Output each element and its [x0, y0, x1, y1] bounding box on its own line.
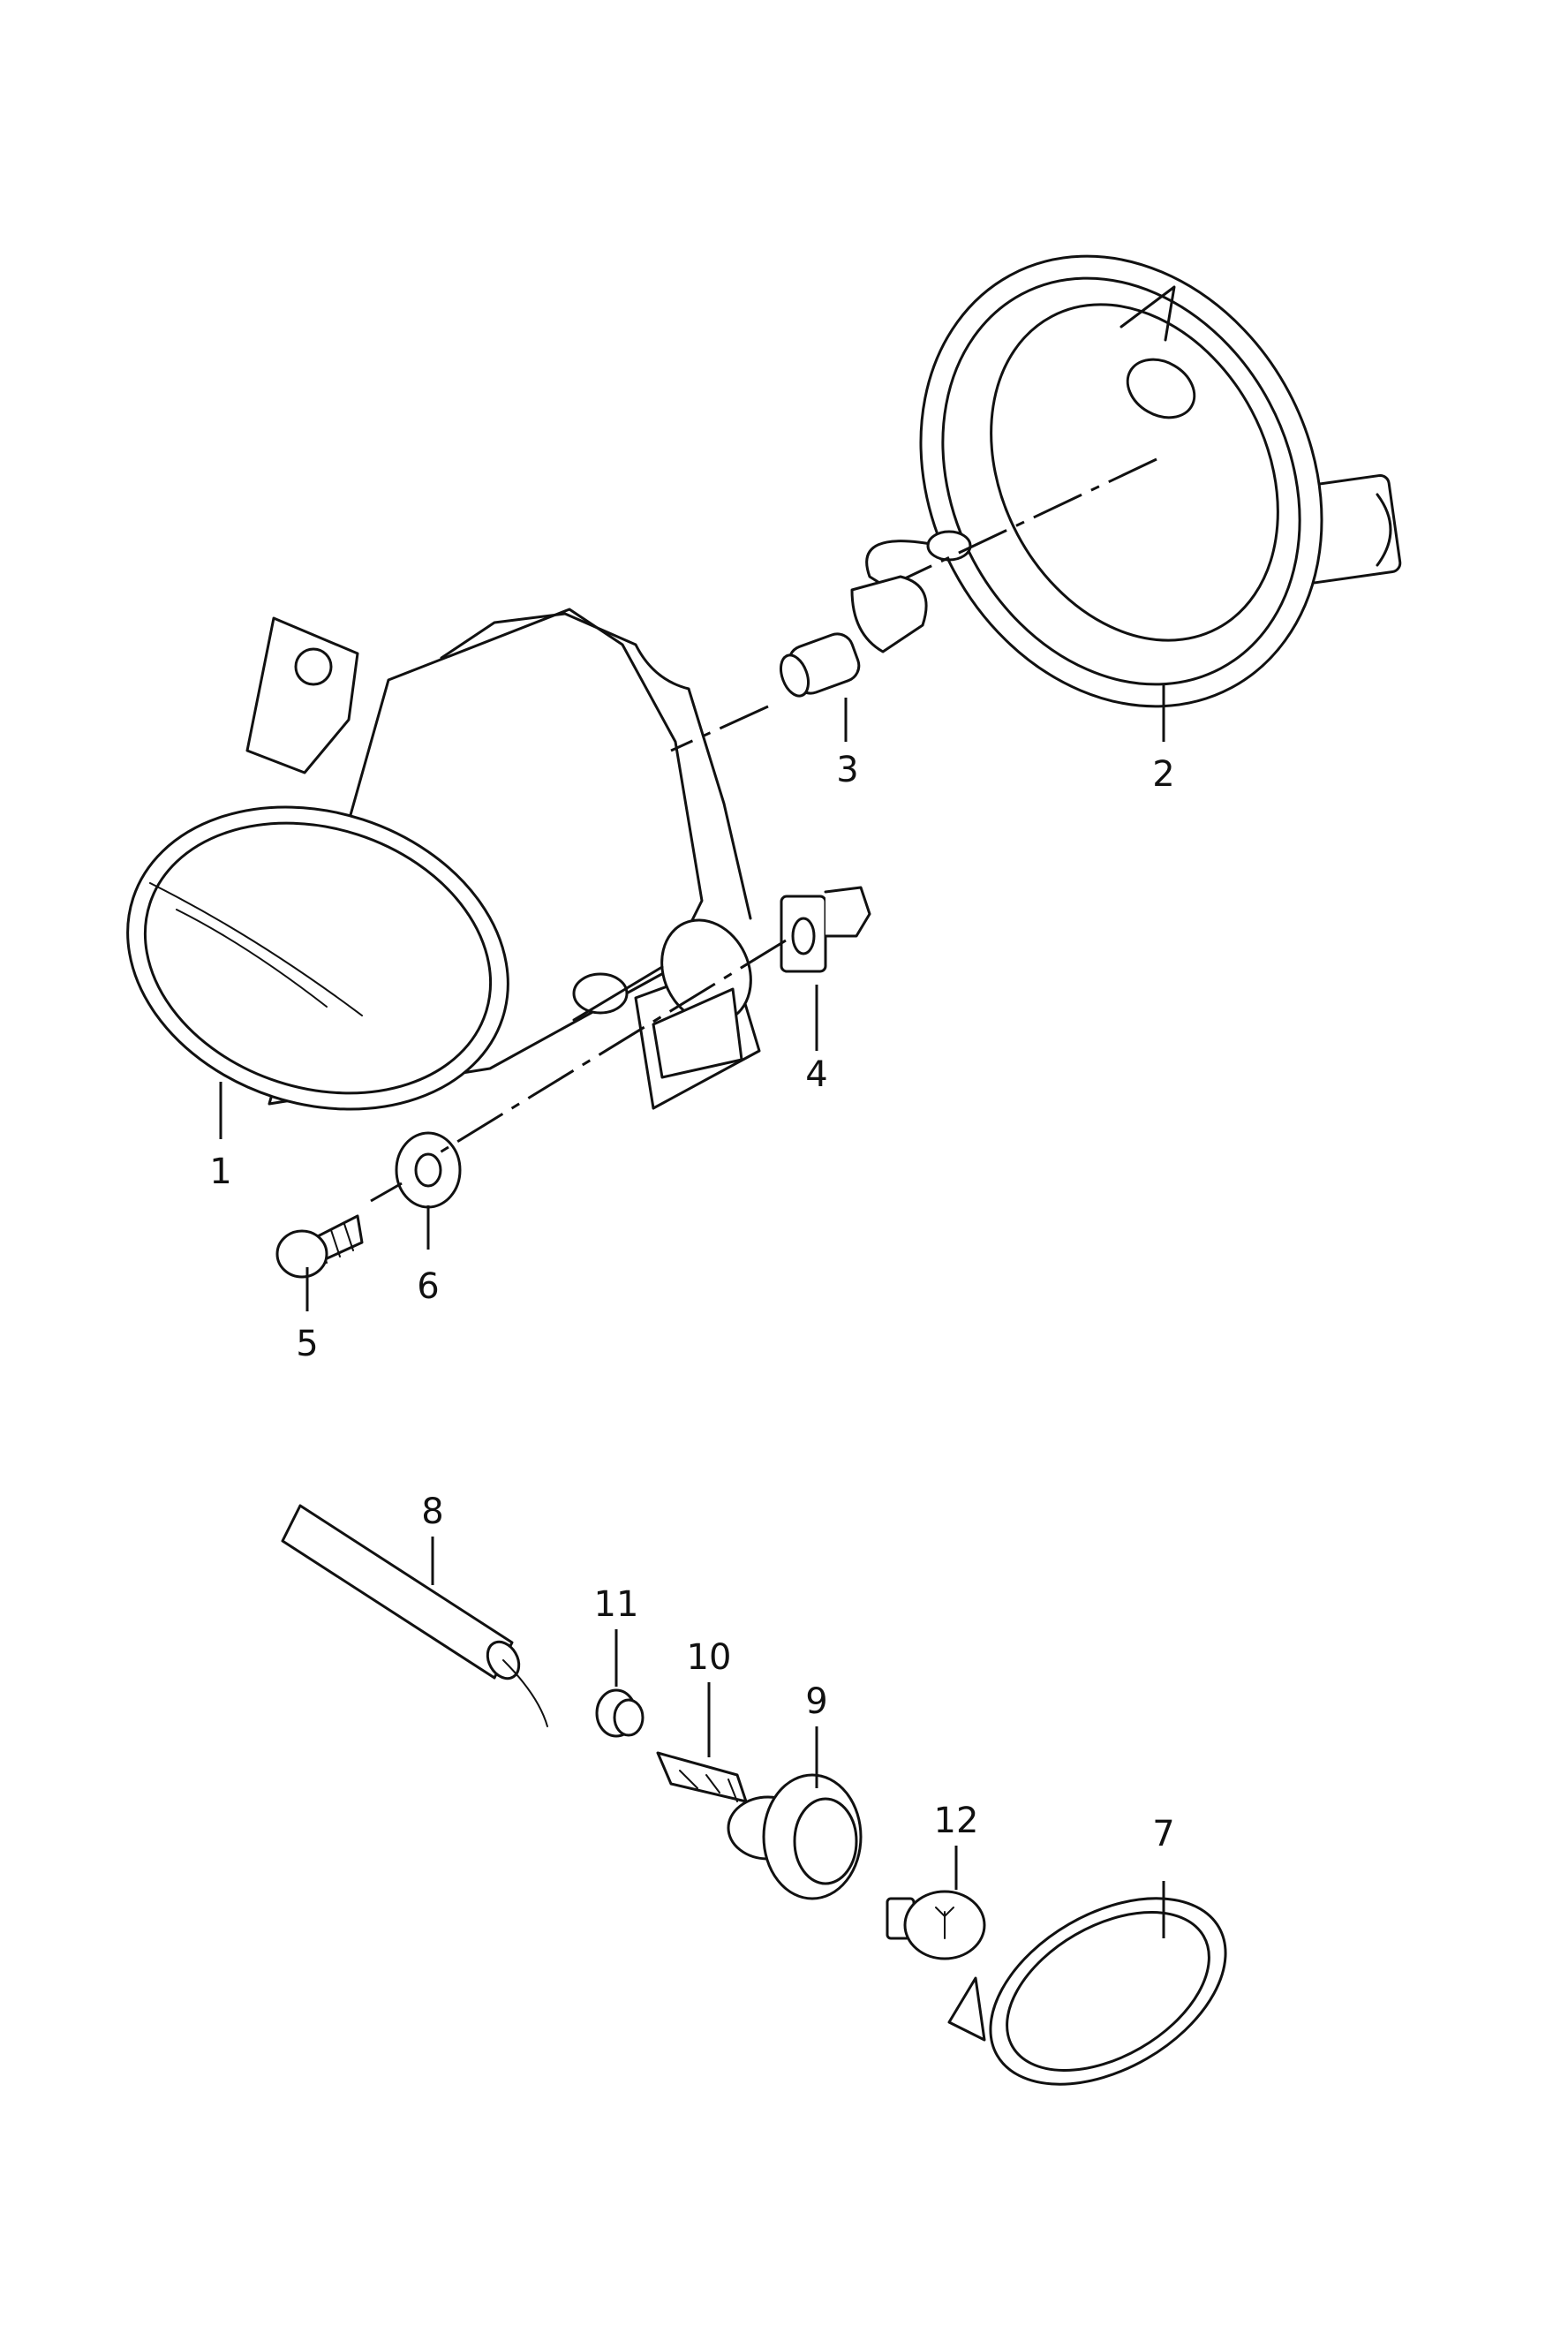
terminal-part [656, 1751, 748, 1803]
fog-lamp-part [126, 608, 761, 1111]
callout-9: 9 [805, 1681, 827, 1722]
callout-3: 3 [836, 750, 858, 790]
washer-part [395, 1131, 462, 1209]
callout-6: 6 [417, 1266, 439, 1307]
cable-part [281, 1504, 548, 1727]
callout-12: 12 [934, 1801, 979, 1841]
assembly-axes [370, 457, 1157, 1203]
callout-8: 8 [421, 1492, 443, 1532]
callout-4: 4 [805, 1054, 827, 1095]
side-marker-lamp-part [947, 1897, 1227, 2086]
callout-2: 2 [1152, 754, 1174, 795]
callout-10: 10 [687, 1637, 732, 1678]
wedge-bulb-part [886, 1890, 986, 1960]
bulb-with-wire-part [779, 530, 972, 698]
grommet-part [595, 1688, 645, 1738]
callout-labels: 1 2 3 4 5 6 7 8 9 10 11 12 [209, 750, 1174, 1854]
clip-part [780, 886, 871, 973]
bulb-socket-part [727, 1773, 863, 1900]
callout-5: 5 [296, 1324, 318, 1364]
callout-1: 1 [209, 1152, 231, 1192]
leader-lines [219, 684, 1165, 1938]
screw-part [275, 1214, 364, 1279]
callout-7: 7 [1152, 1814, 1174, 1854]
housing-ring-part [919, 254, 1402, 708]
callout-11: 11 [594, 1584, 639, 1625]
